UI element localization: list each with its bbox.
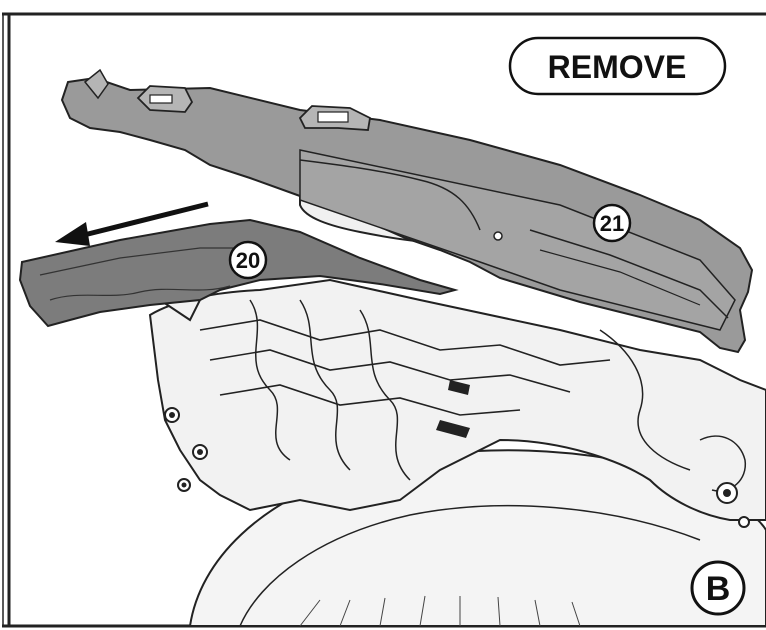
- step-marker: B: [690, 560, 746, 616]
- arrow-left-icon: [55, 201, 209, 246]
- step-marker-letter: B: [706, 570, 731, 608]
- callout-part-20: 20: [228, 240, 268, 280]
- callout-number-21: 21: [600, 211, 624, 236]
- remove-label: REMOVE: [508, 36, 727, 96]
- callout-number-20: 20: [236, 248, 260, 273]
- action-label-text: REMOVE: [548, 49, 687, 85]
- motorcycle-subframe: [148, 278, 766, 528]
- callout-part-21: 21: [592, 203, 632, 243]
- rear-rack-part-21: [60, 68, 754, 354]
